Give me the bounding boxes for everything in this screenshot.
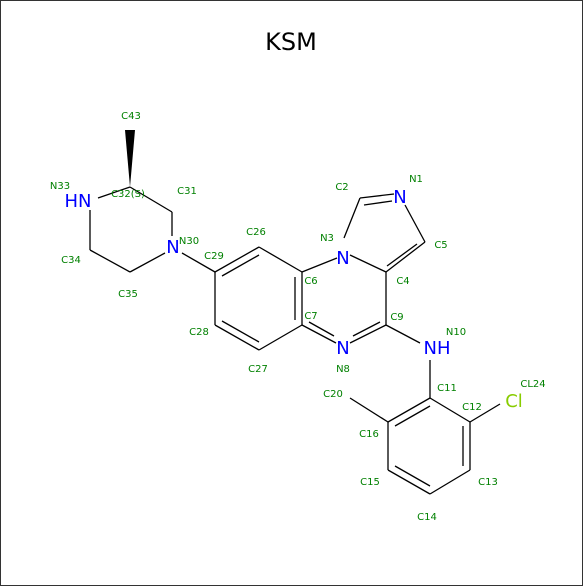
- annot-C13: C13: [478, 477, 498, 488]
- annot-N33: N33: [50, 181, 70, 192]
- annot-C7: C7: [304, 311, 317, 322]
- annot-C29: C29: [204, 251, 224, 262]
- bond-C4-N3: [349, 254, 387, 273]
- annot-N10: N10: [446, 327, 466, 338]
- atom-N33: HN: [65, 191, 92, 212]
- bonds: [89, 186, 501, 495]
- annot-C34: C34: [61, 255, 81, 266]
- bond-C32-N33: [97, 186, 131, 199]
- bond-N3-C2: [343, 197, 361, 239]
- bond-C9-N10: [385, 324, 421, 344]
- bond-C2-N1: [359, 193, 395, 199]
- bond-C35-N30: [129, 252, 166, 273]
- wedge-bond-C32-C43: [125, 130, 135, 187]
- annot-C28: C28: [189, 327, 209, 338]
- bond-C11-C12: [429, 397, 471, 423]
- annot-C6: C6: [304, 276, 317, 287]
- bond-C26-C29-inner: [221, 254, 260, 277]
- bond-C29-N30: [181, 252, 216, 273]
- atom-N8: N: [336, 338, 349, 359]
- bond-N8-C9: [349, 324, 387, 344]
- atom-N1: N: [393, 187, 406, 208]
- annot-C31: C31: [177, 186, 197, 197]
- annot-C4: C4: [396, 276, 409, 287]
- annot-C32: C32(S): [111, 189, 145, 200]
- bond-C16-C20: [349, 397, 389, 423]
- atom-N30: N: [166, 237, 179, 258]
- annot-C35: C35: [118, 289, 138, 300]
- bond-C28-C27: [214, 324, 260, 351]
- bond-C13-C14: [429, 469, 471, 495]
- annot-C5: C5: [434, 240, 447, 251]
- bond-N3-C6: [301, 257, 338, 273]
- annot-C16: C16: [359, 429, 379, 440]
- bond-C6-C26: [258, 246, 303, 273]
- annot-N8: N8: [336, 364, 350, 375]
- annot-C27: C27: [248, 364, 268, 375]
- bond-C28-C27-inner: [221, 320, 260, 343]
- bond-C16-C11: [387, 397, 431, 423]
- annot-CL24: CL24: [520, 379, 545, 390]
- bond-C7-N8-inner: [308, 321, 335, 337]
- molecule-title: KSM: [265, 28, 317, 56]
- bond-C2-N1-inner: [363, 200, 393, 206]
- atom-labels: N N N NH N HN Cl: [65, 187, 523, 412]
- annot-C2: C2: [335, 182, 348, 193]
- annot-N1: N1: [409, 174, 423, 185]
- annot-C9: C9: [390, 312, 403, 323]
- bond-C5-C4-inner: [386, 243, 418, 267]
- atom-Cl: Cl: [505, 391, 523, 412]
- annot-N3: N3: [320, 233, 334, 244]
- atom-N10: NH: [424, 338, 451, 359]
- atom-N3: N: [336, 248, 349, 269]
- annot-C12: C12: [462, 402, 482, 413]
- bond-N1-C5: [404, 204, 426, 243]
- annot-N30: N30: [179, 236, 199, 247]
- bond-C9-N8-inner: [352, 321, 381, 337]
- bond-C14-C15: [387, 469, 431, 495]
- annot-C26: C26: [246, 227, 266, 238]
- annot-C14: C14: [417, 512, 437, 523]
- annot-C20: C20: [323, 389, 343, 400]
- bond-C26-C29: [214, 246, 260, 273]
- bond-C5-C4: [385, 241, 426, 273]
- annot-C43: C43: [121, 111, 141, 122]
- bond-C27-C7: [258, 324, 303, 351]
- bond-C14-C15-inner: [394, 465, 431, 487]
- bond-C34-C35: [89, 249, 131, 273]
- atom-annotations: C43 N33 C32(S) C31 C2 N1 N30 C26 N3 C5 C…: [50, 111, 546, 523]
- bond-C16-C11-inner: [394, 405, 431, 427]
- annot-C11: C11: [437, 383, 457, 394]
- annot-C15: C15: [360, 477, 380, 488]
- bond-C7-N8: [301, 324, 337, 344]
- bond-C31-C32: [129, 186, 173, 213]
- bond-C12-Cl: [469, 403, 501, 423]
